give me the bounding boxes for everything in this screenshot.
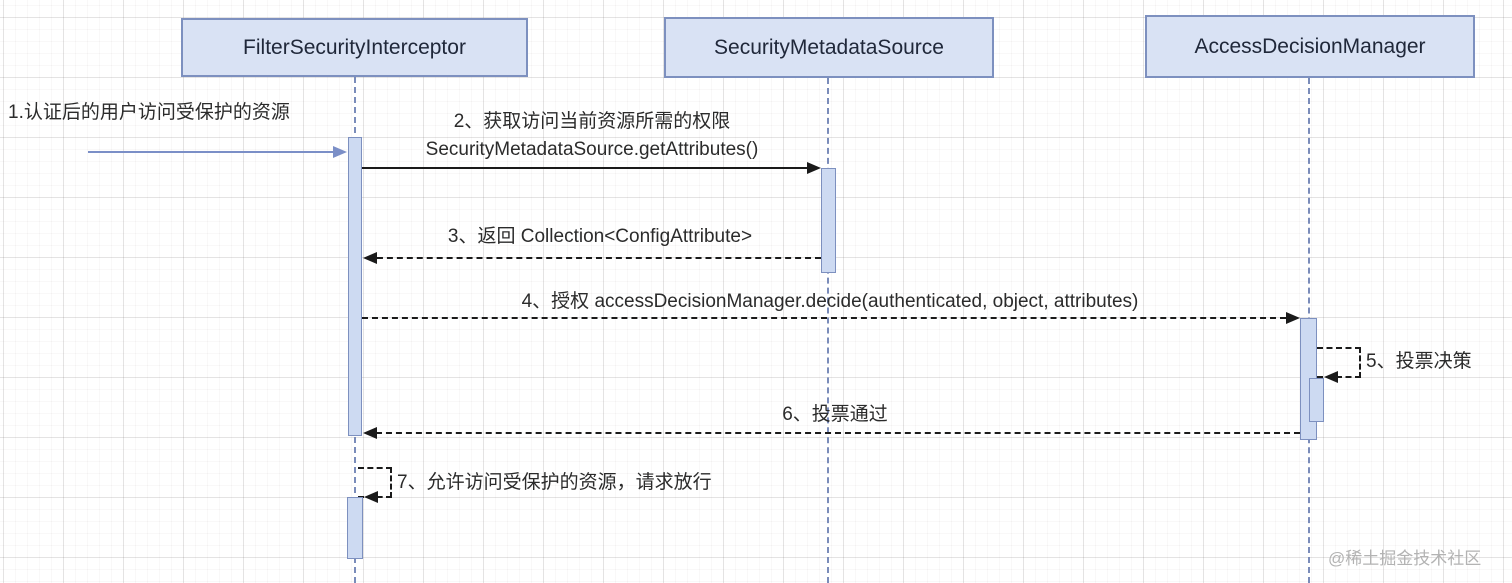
activation-bar-fsi-main [348,137,362,436]
arrow-right-icon [1286,312,1300,324]
participant-security-metadata-source: SecurityMetadataSource [664,17,994,78]
message-2-line [362,167,807,169]
participant-label: FilterSecurityInterceptor [243,35,466,59]
message-1-label: 1.认证后的用户访问受保护的资源 [8,102,290,123]
participant-access-decision-manager: AccessDecisionManager [1145,15,1475,78]
participant-label: SecurityMetadataSource [714,35,944,59]
activation-bar-adm-nested [1309,378,1324,422]
message-5-label: 5、投票决策 [1366,351,1472,372]
message-6-line [366,432,1300,434]
message-4-label: 4、授权 accessDecisionManager.decide(authen… [521,291,1139,312]
participant-label: AccessDecisionManager [1194,34,1426,58]
participant-filter-security-interceptor: FilterSecurityInterceptor [181,18,528,77]
activation-bar-sms [821,168,836,273]
message-2-line2: SecurityMetadataSource.getAttributes() [425,139,759,160]
arrow-right-icon [807,162,821,174]
arrow-left-icon [363,252,377,264]
message-6-label: 6、投票通过 [782,404,888,425]
message-4-line [362,317,1286,319]
arrow-left-icon [364,491,378,503]
arrow-left-icon [363,427,377,439]
activation-bar-fsi-release [347,497,363,559]
arrow-left-icon [1324,371,1338,383]
message-5-self-loop [1317,347,1361,378]
message-7-label: 7、允许访问受保护的资源，请求放行 [397,472,712,493]
lifeline-security-metadata-source [827,78,829,583]
message-3-line [367,257,821,259]
message-1-line [88,151,334,153]
arrow-right-icon [333,146,347,158]
message-2-line1: 2、获取访问当前资源所需的权限 [453,111,731,132]
watermark: @稀土掘金技术社区 [1328,549,1482,568]
message-2-label: 2、获取访问当前资源所需的权限 SecurityMetadataSource.g… [362,108,822,164]
message-3-label: 3、返回 Collection<ConfigAttribute> [447,226,753,247]
